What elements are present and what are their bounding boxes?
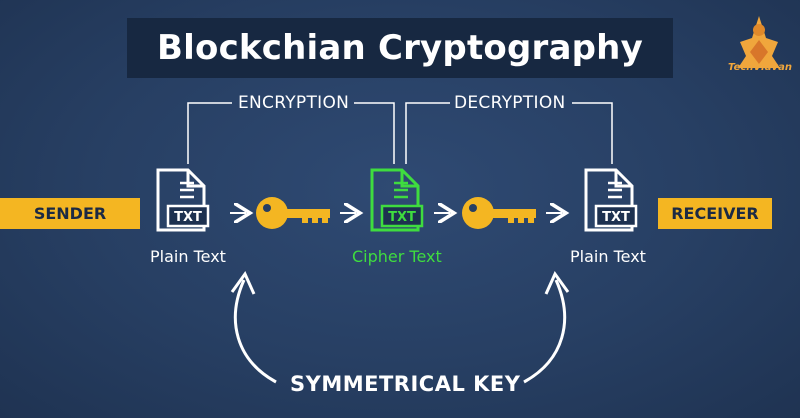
plain-text-left-label: Plain Text (150, 247, 226, 266)
title-banner: Blockchian Cryptography (127, 18, 673, 78)
document-icon: TXT (156, 168, 210, 232)
sender-tag: SENDER (0, 198, 140, 229)
decryption-label: DECRYPTION (454, 93, 566, 113)
brand-name: TechVidvan (728, 62, 792, 73)
doc-badge: TXT (174, 210, 202, 225)
decryption-bracket (405, 102, 613, 164)
document-icon: TXT (370, 168, 424, 232)
page-title: Blockchian Cryptography (157, 28, 643, 68)
plain-text-right-label: Plain Text (570, 247, 646, 266)
logo-icon (738, 16, 780, 68)
key-icon (256, 197, 330, 229)
encryption-bracket (187, 102, 395, 164)
receiver-tag: RECEIVER (658, 198, 772, 229)
document-icon: TXT (584, 168, 638, 232)
doc-badge: TXT (388, 210, 416, 225)
sender-label: SENDER (33, 204, 107, 223)
doc-badge: TXT (602, 210, 630, 225)
receiver-label: RECEIVER (671, 204, 759, 223)
encryption-label: ENCRYPTION (238, 93, 350, 113)
cipher-text-label: Cipher Text (352, 247, 442, 266)
symmetrical-key-label: SYMMETRICAL KEY (290, 372, 521, 396)
curved-arrow-icon (523, 271, 570, 384)
curved-arrow-icon (230, 271, 277, 384)
key-icon (462, 197, 536, 229)
